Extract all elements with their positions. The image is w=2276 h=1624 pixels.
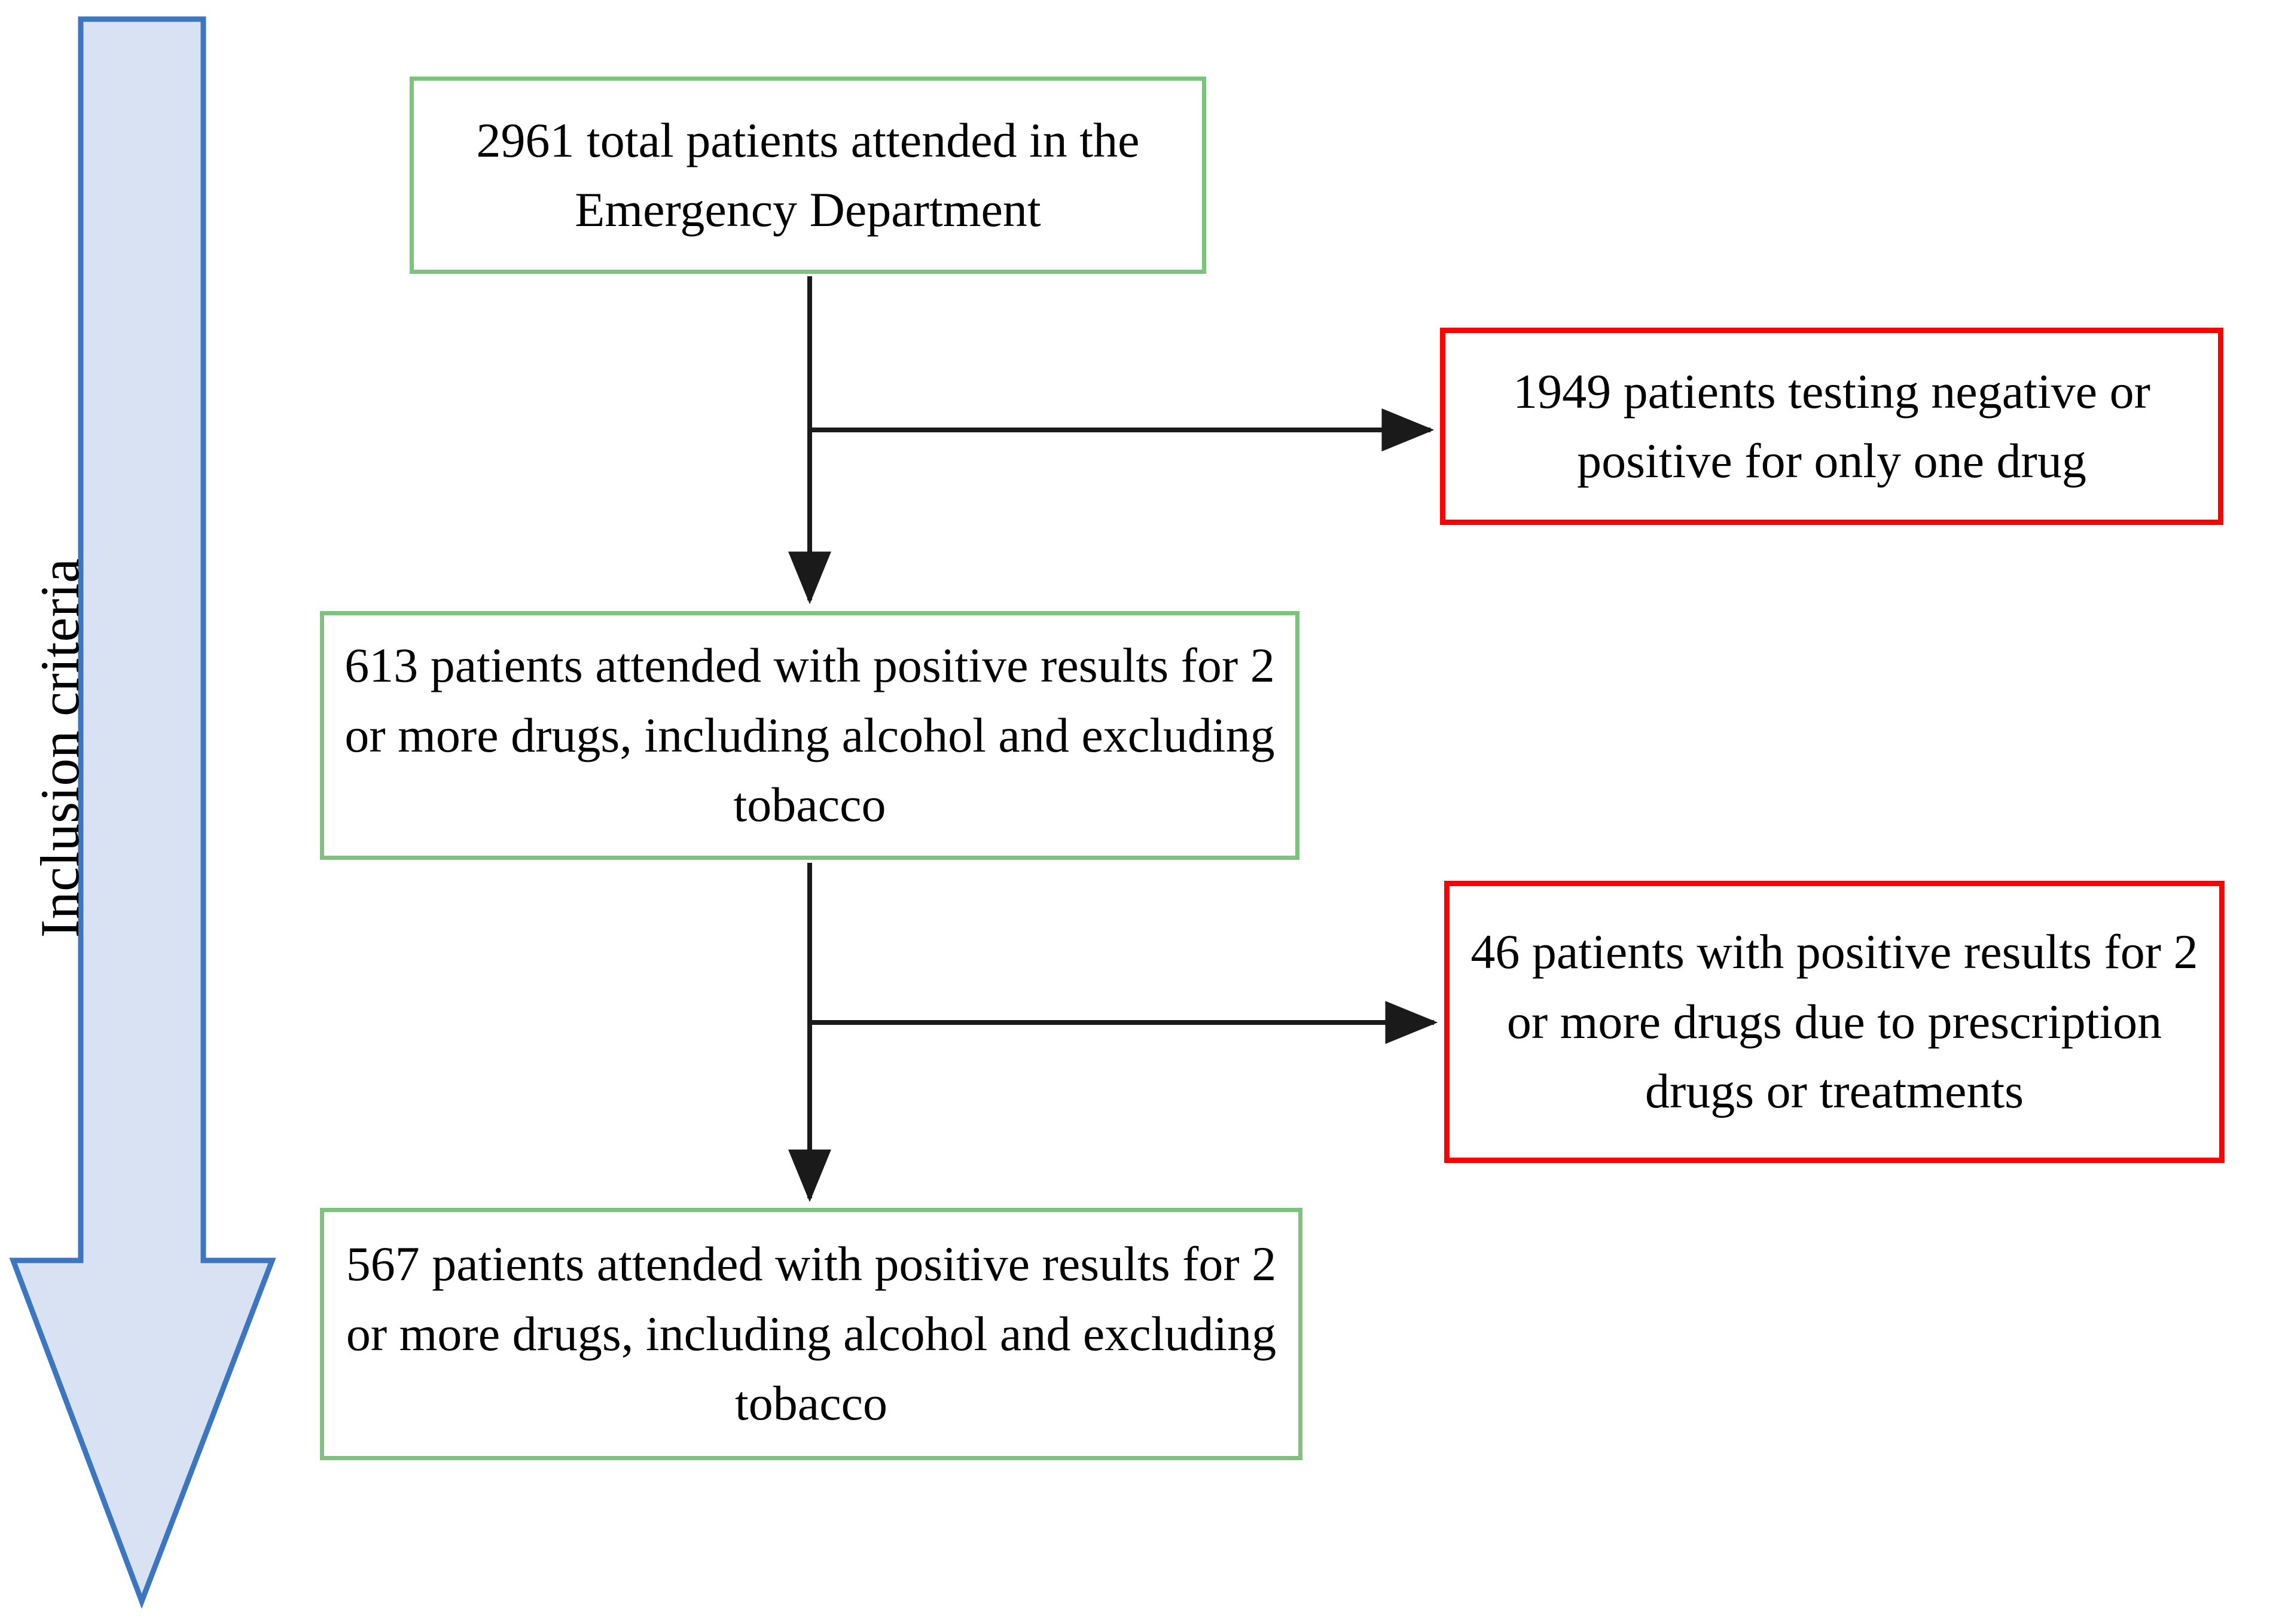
node-excluded-prescription-drugs-text: 46 patients with positive results for 2 … [1470, 924, 2198, 1119]
node-total-patients: 2961 total patients attended in the Emer… [410, 77, 1206, 274]
node-excluded-negative-or-single-drug-text: 1949 patients testing negative or positi… [1513, 364, 2150, 488]
inclusion-criteria-label: Inclusion criteria [29, 558, 90, 938]
inclusion-criteria-arrow: Inclusion criteria [0, 11, 281, 1619]
node-total-patients-text: 2961 total patients attended in the Emer… [476, 112, 1140, 237]
node-final-cohort-text: 567 patients attended with positive resu… [346, 1237, 1277, 1431]
node-positive-two-or-more-drugs-text: 613 patients attended with positive resu… [344, 638, 1275, 832]
node-positive-two-or-more-drugs: 613 patients attended with positive resu… [320, 611, 1299, 860]
node-final-cohort: 567 patients attended with positive resu… [320, 1208, 1302, 1460]
node-excluded-prescription-drugs: 46 patients with positive results for 2 … [1444, 881, 2225, 1163]
node-excluded-negative-or-single-drug: 1949 patients testing negative or positi… [1440, 328, 2223, 525]
